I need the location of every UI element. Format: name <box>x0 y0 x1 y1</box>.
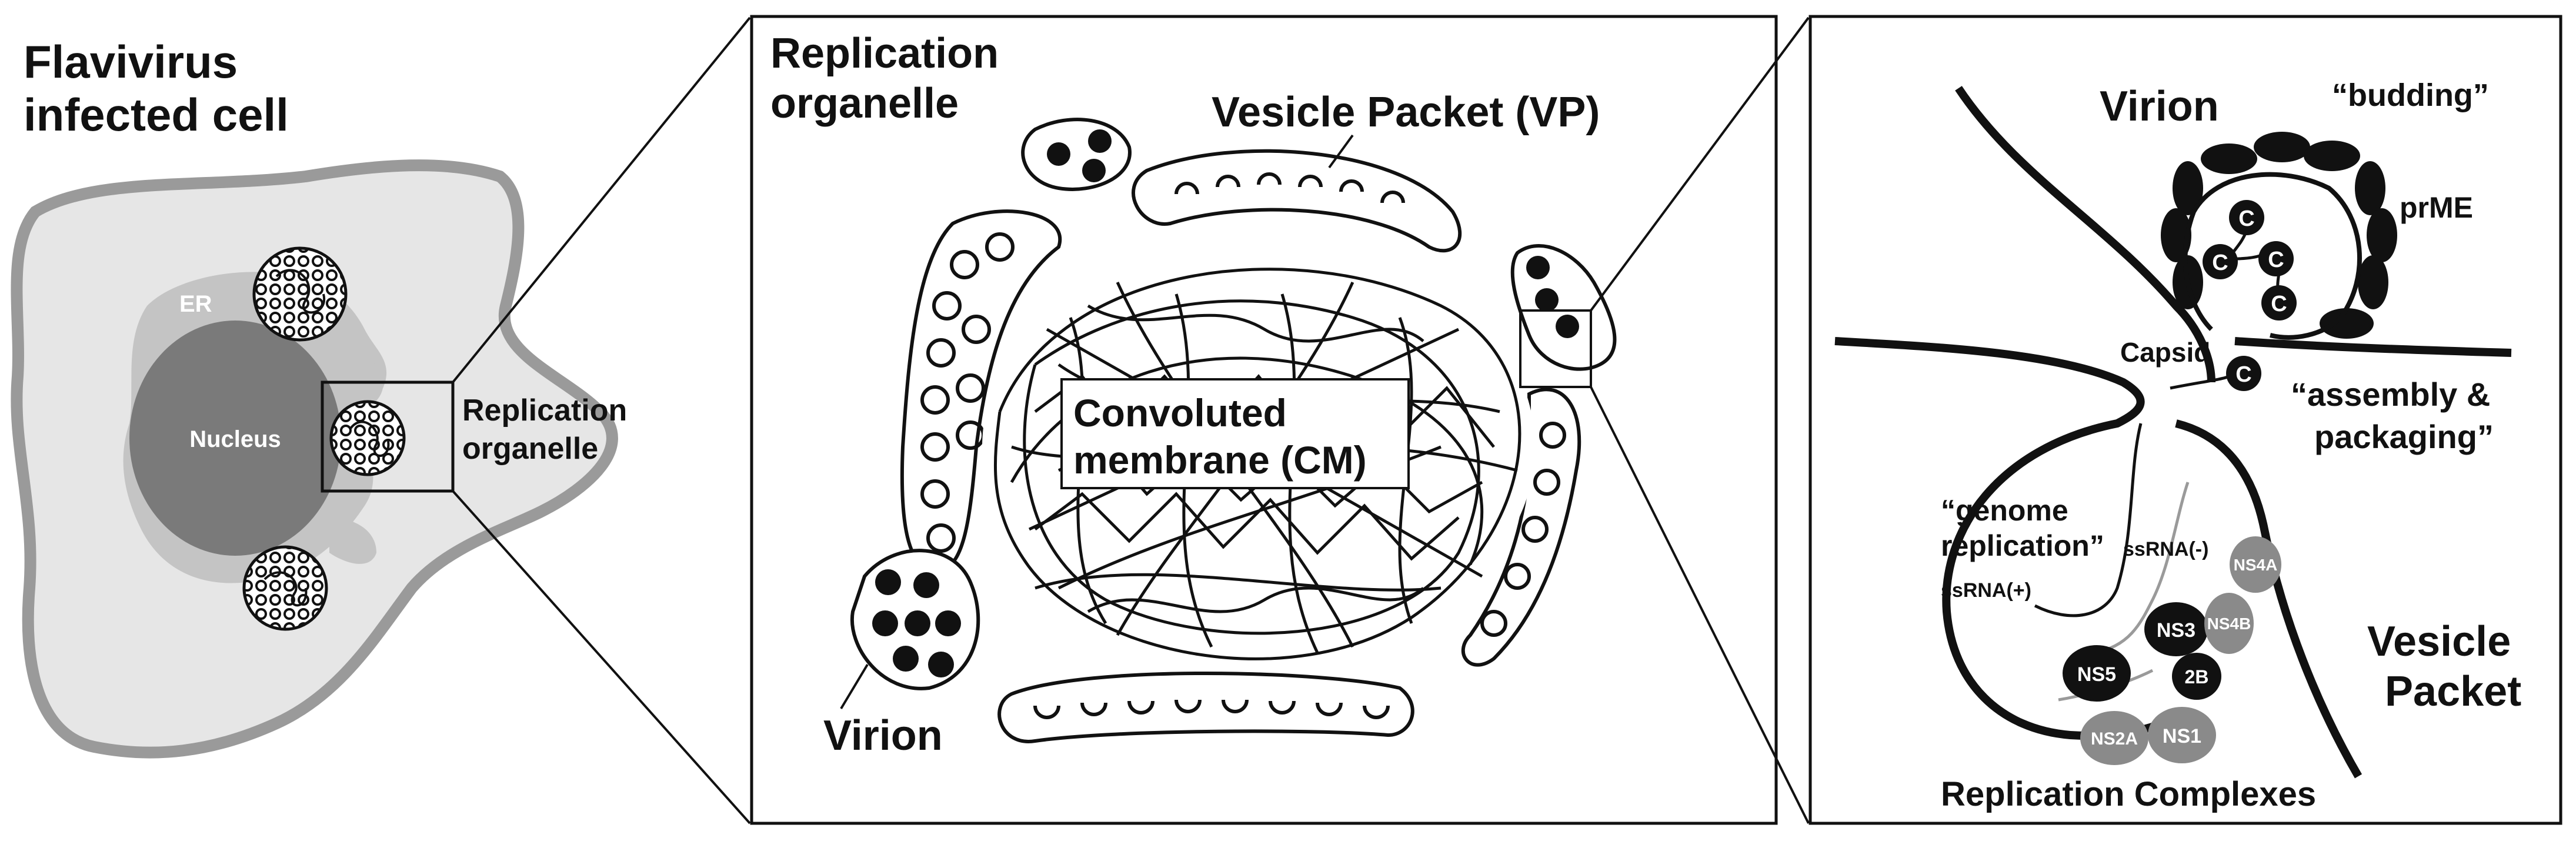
virion-packet-right <box>1510 244 1617 371</box>
ns2a-label: NS2A <box>2091 729 2138 749</box>
ssrna-minus-strand <box>2093 482 2190 655</box>
ns4a-protein: NS4A <box>2230 536 2281 593</box>
prme-label: prME <box>2400 191 2473 224</box>
capsid-c-5: C <box>2235 362 2251 387</box>
panel3-vp-label-line2: Packet <box>2385 668 2521 715</box>
ns1-label: NS1 <box>2163 725 2201 747</box>
panel-infected-cell: Flavivirus infected cell ER Nucleus Repl… <box>11 36 627 759</box>
replication-organelle-small-mid <box>329 400 406 476</box>
panel-replication-organelle: Replication organelle <box>750 15 1778 825</box>
ns2b-label: 2B <box>2185 666 2209 687</box>
panel1-ro-label-line2: organelle <box>462 432 598 466</box>
panel2-title-line2: organelle <box>770 80 959 127</box>
ns3-label: NS3 <box>2157 619 2195 642</box>
ns4b-label: NS4B <box>2207 615 2251 633</box>
capsid-c-1: C <box>2238 206 2254 231</box>
cm-label-line2: membrane (CM) <box>1073 438 1367 482</box>
replication-organelle-small-top <box>252 246 348 342</box>
ns2b-protein: 2B <box>2172 653 2221 700</box>
vp-leader <box>1328 134 1354 169</box>
nucleus-label: Nucleus <box>189 426 281 452</box>
assembly-label-line2: packaging” <box>2314 418 2494 455</box>
zoom-line-1a <box>452 16 751 383</box>
vesicle-packet-left <box>900 209 1062 573</box>
assembly-label-line1: “assembly & <box>2291 376 2490 413</box>
ns5-protein: NS5 <box>2063 645 2131 702</box>
virion-packet-left <box>850 549 980 690</box>
capsid-c-2: C <box>2212 251 2228 275</box>
budding-envelope <box>2183 172 2362 340</box>
right-membrane <box>2234 337 2512 357</box>
zoom-box-small <box>321 380 455 493</box>
panel2-title-line1: Replication <box>770 30 999 77</box>
capsid-c-3: C <box>2268 248 2284 272</box>
vesicle-packet-right <box>1461 388 1581 667</box>
panel1-title-line2: infected cell <box>24 89 289 141</box>
cm-label-box <box>1060 378 1410 489</box>
er-label: ER <box>179 291 212 317</box>
replication-organelle-small-bottom <box>242 545 328 631</box>
capsid-c-4: C <box>2271 292 2287 316</box>
capsid-label: Capsid <box>2120 337 2210 368</box>
vp-label: Vesicle Packet (VP) <box>1212 89 1600 136</box>
zoom-line-2a <box>1590 16 1810 312</box>
budding-label: “budding” <box>2332 78 2489 113</box>
replication-complexes-label: Replication Complexes <box>1941 775 2316 813</box>
genome-label-line1: “genome <box>1941 494 2068 527</box>
ssrna-plus-label: ssRNA(+) <box>1941 579 2031 602</box>
panel2-virion-label: Virion <box>823 712 943 759</box>
zoom-line-2b <box>1590 386 1810 824</box>
panel-replication-detail: C C C C C NS5 NS3 2B NS4B N <box>1808 15 2562 825</box>
ns4a-label: NS4A <box>2234 556 2278 574</box>
prme-ring <box>2161 132 2397 339</box>
vesicle-packet-top <box>1132 149 1462 253</box>
outer-membrane <box>1955 86 2215 383</box>
virion-leader <box>840 663 869 710</box>
zoom-line-1b <box>452 490 751 824</box>
panel1-title-line1: Flavivirus <box>24 36 238 88</box>
capsid-cluster: C C C C C <box>2170 200 2297 391</box>
ns2a-protein: NS2A <box>2080 711 2148 765</box>
panel3-vp-label-line1: Vesicle <box>2367 618 2511 665</box>
ns4b-protein: NS4B <box>2204 593 2254 654</box>
genome-label-line2: replication” <box>1941 529 2104 562</box>
ssrna-minus-label: ssRNA(-) <box>2123 538 2208 560</box>
virion-packet-top <box>1021 118 1132 191</box>
vesicle-membrane <box>1834 337 2178 740</box>
ns1-protein: NS1 <box>2148 707 2216 763</box>
nucleus <box>129 321 341 556</box>
vesicle-packet-bottom <box>997 672 1414 743</box>
ns5-label: NS5 <box>2077 663 2116 686</box>
ns3-protein: NS3 <box>2144 602 2208 656</box>
cm-label-line1: Convoluted <box>1073 391 1287 435</box>
panel1-ro-label-line1: Replication <box>462 393 627 428</box>
ssrna-plus-strand <box>2034 423 2143 617</box>
panel3-virion-label: Virion <box>2100 83 2219 130</box>
zoom-box-medium <box>1519 309 1592 388</box>
